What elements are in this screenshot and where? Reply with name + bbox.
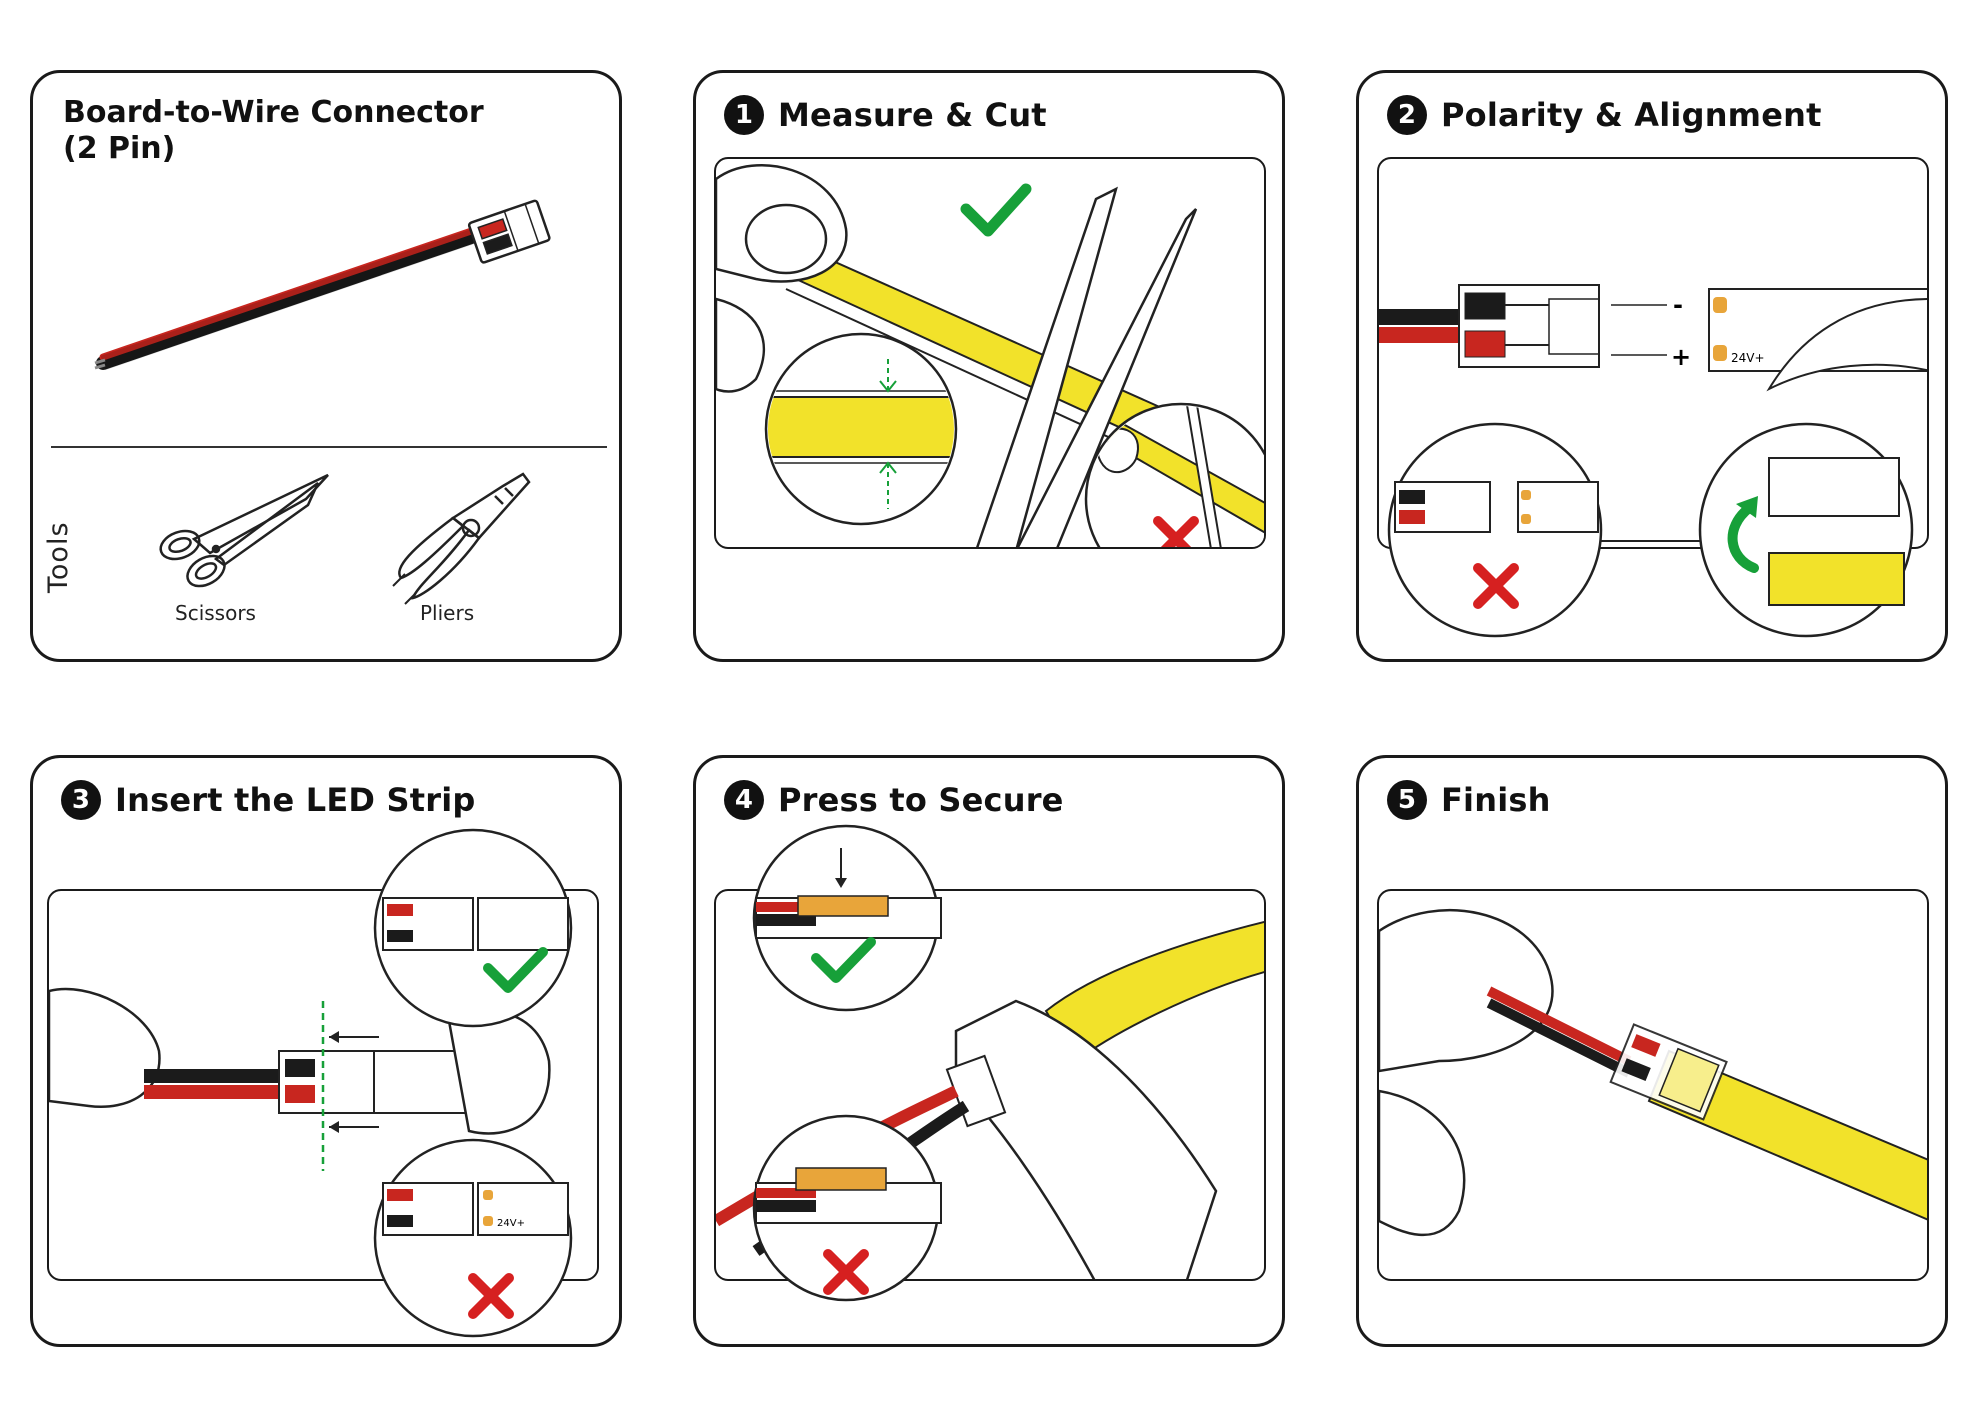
- zoom-wrong-cut: [1084, 402, 1264, 547]
- step-title: 3 Insert the LED Strip: [61, 780, 476, 820]
- voltage-label: 24V+: [1731, 351, 1765, 365]
- connector-diagram: [1458, 284, 1600, 368]
- step-title-text: Polarity & Alignment: [1441, 96, 1822, 134]
- zoom-correct-cut: [764, 332, 958, 526]
- insert-illustration: [49, 987, 551, 1171]
- connector-title: Board-to-Wire Connector (2 Pin): [63, 95, 484, 167]
- zoom-wrong-press: [752, 1114, 942, 1302]
- zoom-wrong-polarity: [1387, 422, 1603, 638]
- zoom-correct-press: [752, 824, 942, 1012]
- step-title: 4 Press to Secure: [724, 780, 1064, 820]
- step-title-text: Measure & Cut: [778, 96, 1047, 134]
- voltage-label: 24V+: [497, 1218, 525, 1229]
- connector-card: Board-to-Wire Connector (2 Pin): [30, 70, 622, 662]
- step-number-badge: 2: [1387, 95, 1427, 135]
- scissors-icon: [159, 473, 329, 588]
- check-icon: [960, 183, 1032, 237]
- rotate-arrow-icon: [1727, 503, 1759, 573]
- step-title: 2 Polarity & Alignment: [1387, 95, 1822, 135]
- scissors-blades-illustration: [976, 186, 1198, 547]
- measure-cut-frame: [714, 157, 1266, 549]
- minus-sign: -: [1673, 291, 1683, 319]
- check-icon: [483, 947, 548, 993]
- step-title: 5 Finish: [1387, 780, 1551, 820]
- step-insert-strip: 3 Insert the LED Strip: [30, 755, 622, 1347]
- step-measure-cut: 1 Measure & Cut: [693, 70, 1285, 662]
- step-title-text: Press to Secure: [778, 781, 1064, 819]
- step-title-text: Finish: [1441, 781, 1551, 819]
- polarity-illustration: - + 24V+: [1379, 284, 1927, 542]
- connector-title-line2: (2 Pin): [63, 131, 176, 166]
- pliers-icon: [392, 472, 531, 605]
- step-title: 1 Measure & Cut: [724, 95, 1047, 135]
- plus-sign: +: [1671, 343, 1691, 371]
- zoom-correct-insert: [373, 828, 573, 1028]
- tools-label: Tools: [43, 521, 74, 593]
- cross-icon: [1473, 563, 1519, 609]
- scissors-label: Scissors: [175, 601, 256, 625]
- cross-icon: [1153, 516, 1199, 547]
- step-number-badge: 5: [1387, 780, 1427, 820]
- connector-cable: [96, 223, 490, 371]
- finger-illustration: [716, 164, 848, 393]
- step-polarity-alignment: 2 Polarity & Alignment - +: [1356, 70, 1948, 662]
- tools-divider: [51, 446, 607, 448]
- step-press-secure: 4 Press to Secure: [693, 755, 1285, 1347]
- step-number-badge: 4: [724, 780, 764, 820]
- step-finish: 5 Finish: [1356, 755, 1948, 1347]
- cross-icon: [468, 1273, 514, 1319]
- zoom-wrong-insert: 24V+: [373, 1138, 573, 1338]
- step-title-text: Insert the LED Strip: [115, 781, 476, 819]
- check-icon: [811, 937, 876, 983]
- connector-illustration: [94, 199, 551, 605]
- strip-end-diagram: 24V+: [1708, 288, 1927, 392]
- step-number-badge: 1: [724, 95, 764, 135]
- step-number-badge: 3: [61, 780, 101, 820]
- finish-illustration: [1379, 909, 1927, 1237]
- connector-head: [467, 199, 551, 264]
- measure-cut-illustration: [716, 164, 1264, 547]
- connector-title-line1: Board-to-Wire Connector: [63, 95, 484, 130]
- finish-frame: [1377, 889, 1929, 1281]
- zoom-rotate-strip: [1698, 422, 1914, 638]
- cross-icon: [823, 1249, 869, 1295]
- pliers-label: Pliers: [420, 601, 475, 625]
